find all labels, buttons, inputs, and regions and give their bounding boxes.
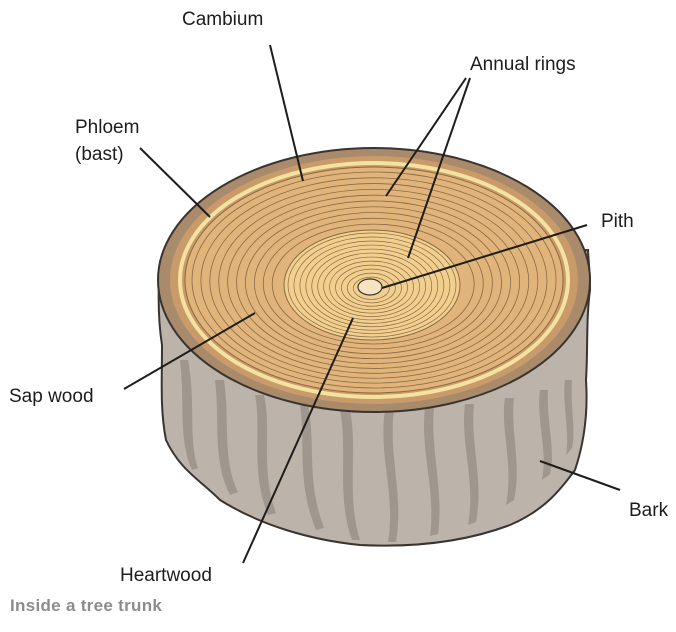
label-heartwood: Heartwood [120,565,212,586]
label-sap-wood: Sap wood [9,386,94,407]
phloem-leader [140,148,210,217]
label-phloem: Phloem [75,117,139,138]
label-pith: Pith [601,211,634,232]
figure-caption: Inside a tree trunk [10,596,162,616]
label-bark: Bark [629,500,669,521]
pith [358,279,382,295]
label-bast: (bast) [75,144,124,165]
label-cambium: Cambium [182,9,263,30]
label-annual-rings: Annual rings [470,54,576,75]
